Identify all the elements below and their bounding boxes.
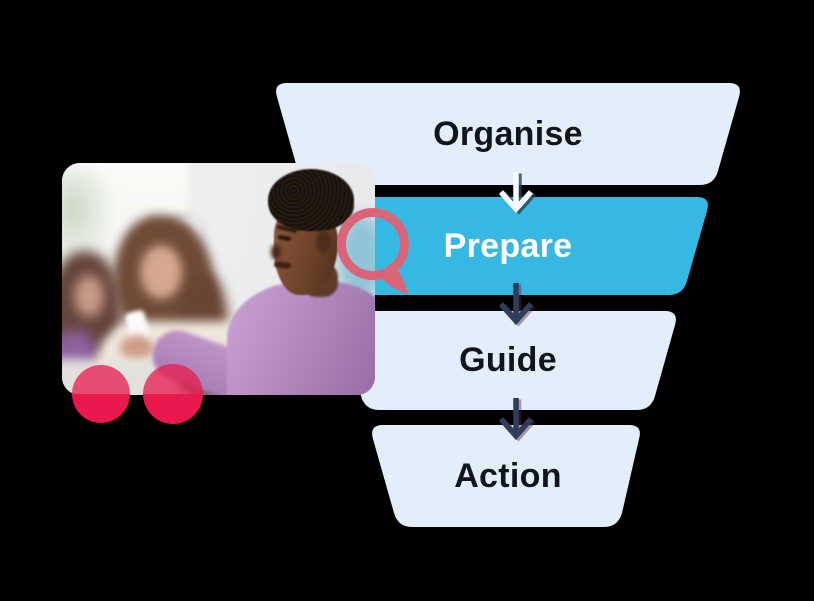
speech-bubble-tail (376, 263, 408, 294)
funnel-step-guide (340, 311, 676, 410)
photo-man-sweater (227, 281, 375, 395)
arrow-down-3 (498, 398, 536, 442)
pink-dot-left-overlay (72, 365, 130, 394)
speech-bubble-icon (337, 208, 409, 294)
pink-dot-right (143, 364, 203, 424)
arrow-down-1 (498, 172, 537, 215)
student-photo (62, 163, 375, 395)
step-label-prepare: Prepare (443, 226, 573, 265)
funnel-step-prepare (308, 197, 708, 295)
photo-woman1-face (74, 275, 104, 317)
step-label-action: Action (454, 456, 562, 495)
photo-man-ear (316, 231, 331, 253)
step-label-organise: Organise (433, 114, 583, 153)
step-label-guide: Guide (459, 340, 557, 379)
photo-woman2-hand (120, 335, 154, 361)
speech-bubble-ring (337, 208, 409, 280)
photo-man-nose-shadow (271, 245, 281, 259)
photo-woman2-face (140, 245, 182, 299)
funnel-step-organise (276, 83, 740, 185)
funnel-step-action (372, 425, 640, 527)
pink-dot-left (72, 365, 130, 423)
pink-dot-right-overlay (143, 364, 203, 394)
photo-man-hair (268, 169, 354, 231)
arrow-down-2 (498, 283, 536, 327)
